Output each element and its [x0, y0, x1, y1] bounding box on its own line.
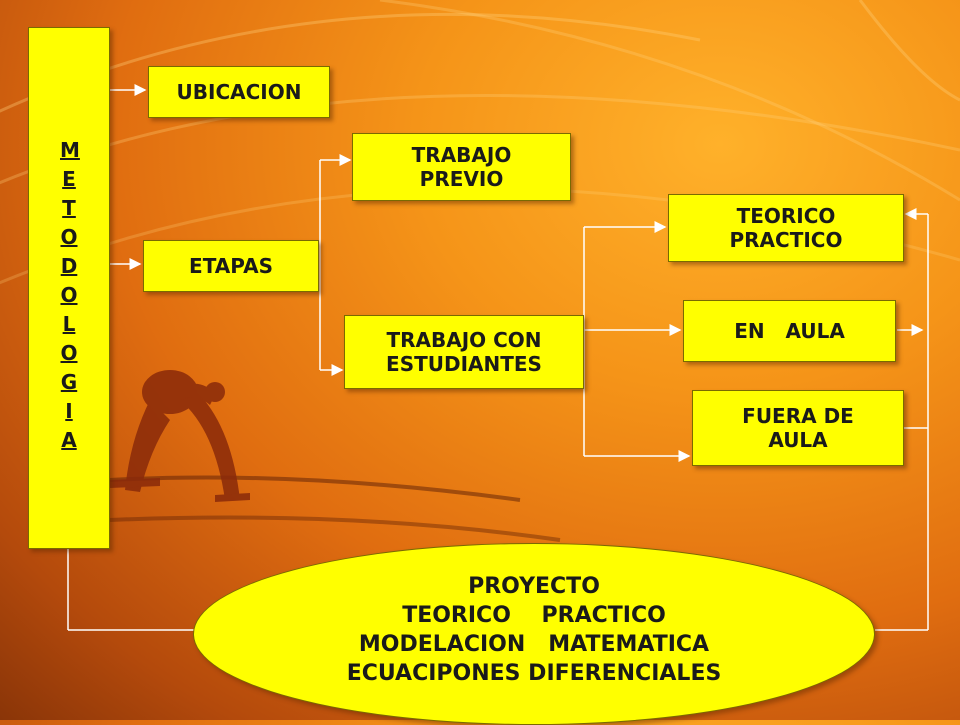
ellipse-line-3: MODELACION MATEMATICA: [358, 632, 710, 657]
en-aula-label: EN AULA: [734, 319, 845, 343]
trabajo-previo-line-2: PREVIO: [419, 167, 504, 191]
teorico-practico-line-1: TEORICO: [736, 204, 836, 228]
fuera-de-aula-line-2: AULA: [768, 428, 828, 452]
ubicacion-box: UBICACION: [148, 66, 330, 118]
trabajo-con-estudiantes-box: TRABAJO CON ESTUDIANTES: [344, 315, 584, 389]
teorico-practico-box: TEORICO PRACTICO: [668, 194, 904, 262]
trabajo-previo-line-1: TRABAJO: [411, 143, 512, 167]
etapas-label: ETAPAS: [189, 254, 273, 278]
ellipse-line-1: PROYECTO: [468, 574, 600, 599]
trabajo-con-line-1: TRABAJO CON: [386, 328, 542, 352]
ellipse-line-4: ECUACIPONES DIFERENCIALES: [346, 661, 722, 686]
runner-figure: [110, 370, 250, 502]
metodologia-label: METODOLOGIA: [60, 138, 80, 452]
fuera-de-aula-line-1: FUERA DE: [742, 404, 854, 428]
trabajo-previo-box: TRABAJO PREVIO: [352, 133, 571, 201]
en-aula-box: EN AULA: [683, 300, 896, 362]
proyecto-ellipse: PROYECTO TEORICO PRACTICO MODELACION MAT…: [193, 543, 875, 725]
teorico-practico-line-2: PRACTICO: [729, 228, 843, 252]
etapas-box: ETAPAS: [143, 240, 319, 292]
metodologia-box: METODOLOGIA: [28, 27, 110, 549]
fuera-de-aula-box: FUERA DE AULA: [692, 390, 904, 466]
ellipse-line-2: TEORICO PRACTICO: [402, 603, 666, 628]
ubicacion-label: UBICACION: [176, 80, 302, 104]
trabajo-con-line-2: ESTUDIANTES: [386, 352, 542, 376]
